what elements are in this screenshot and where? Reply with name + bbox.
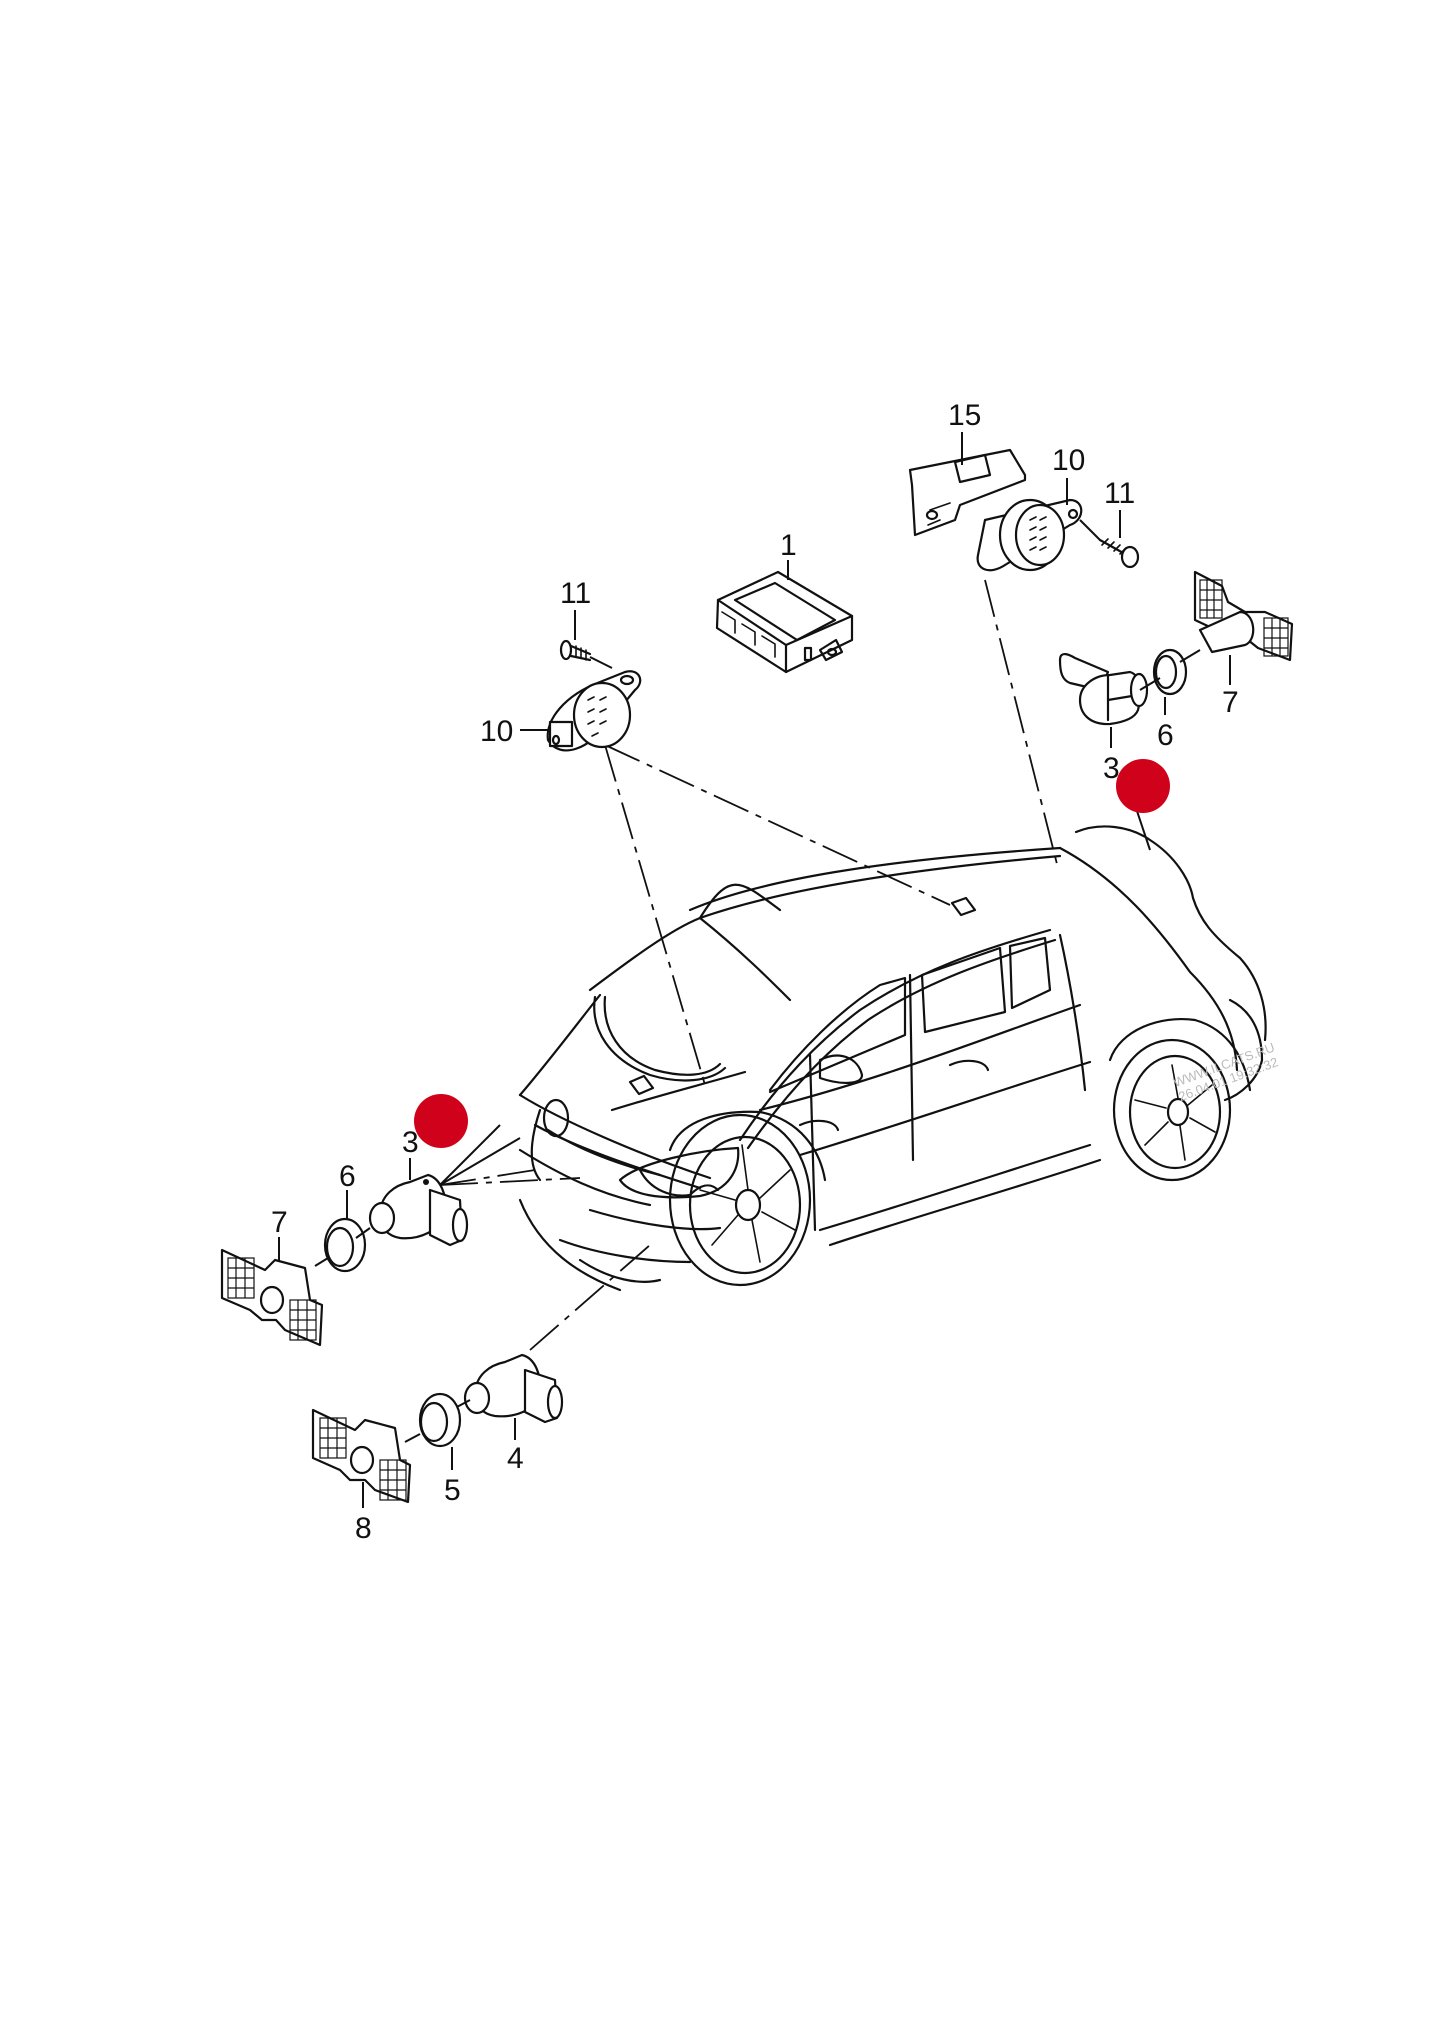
marker-front-sensor[interactable] xyxy=(414,1094,468,1148)
part-7-bracket-rear xyxy=(1193,570,1294,662)
callout-7-front[interactable]: 7 xyxy=(271,1206,288,1239)
part-10-buzzer-front xyxy=(546,670,642,752)
callout-5[interactable]: 5 xyxy=(444,1474,461,1507)
part-7-bracket-front xyxy=(220,1248,324,1347)
vehicle-outline xyxy=(518,825,1267,1292)
part-8-bracket-lower xyxy=(311,1408,412,1504)
callout-6-front[interactable]: 6 xyxy=(339,1160,356,1193)
callout-4[interactable]: 4 xyxy=(507,1442,524,1475)
part-11-screw-front xyxy=(559,639,613,669)
rear-wheel xyxy=(1108,1018,1252,1182)
marker-rear-sensor[interactable] xyxy=(1116,759,1170,813)
part-11-screw-rear xyxy=(1079,519,1140,569)
callout-3-rear[interactable]: 3 xyxy=(1103,752,1120,785)
part-6-ring-rear xyxy=(1139,648,1201,696)
callout-1[interactable]: 1 xyxy=(780,529,797,562)
part-15-bracket xyxy=(908,448,1027,537)
callout-8[interactable]: 8 xyxy=(355,1512,372,1545)
callout-leaders xyxy=(278,432,1231,1508)
part-10-buzzer-rear xyxy=(976,498,1083,572)
part-1-control-unit xyxy=(715,570,854,674)
callout-15[interactable]: 15 xyxy=(948,399,981,432)
part-4-sensor-lower xyxy=(454,1353,564,1424)
front-wheel xyxy=(668,1110,827,1287)
part-3-sensor-front xyxy=(368,1173,469,1247)
part-3-sensor-rear xyxy=(1058,653,1149,726)
assembly-lines xyxy=(439,579,1151,1351)
part-5-ring-lower xyxy=(404,1392,462,1448)
callout-11-front[interactable]: 11 xyxy=(560,577,591,610)
callout-7-rear[interactable]: 7 xyxy=(1222,686,1239,719)
watermark: WWW.ILCATS.RU 26.04.01 19:32:32 xyxy=(1171,1040,1280,1105)
callout-10-rear[interactable]: 10 xyxy=(1052,444,1085,477)
callout-10-front[interactable]: 10 xyxy=(480,715,513,748)
callout-6-rear[interactable]: 6 xyxy=(1157,719,1174,752)
callout-labels: 15 10 11 1 11 10 7 6 3 3 6 7 4 5 8 xyxy=(271,399,1239,1545)
callout-3-front[interactable]: 3 xyxy=(402,1126,419,1159)
callout-11-rear[interactable]: 11 xyxy=(1104,477,1135,510)
part-6-ring-front xyxy=(314,1217,371,1273)
